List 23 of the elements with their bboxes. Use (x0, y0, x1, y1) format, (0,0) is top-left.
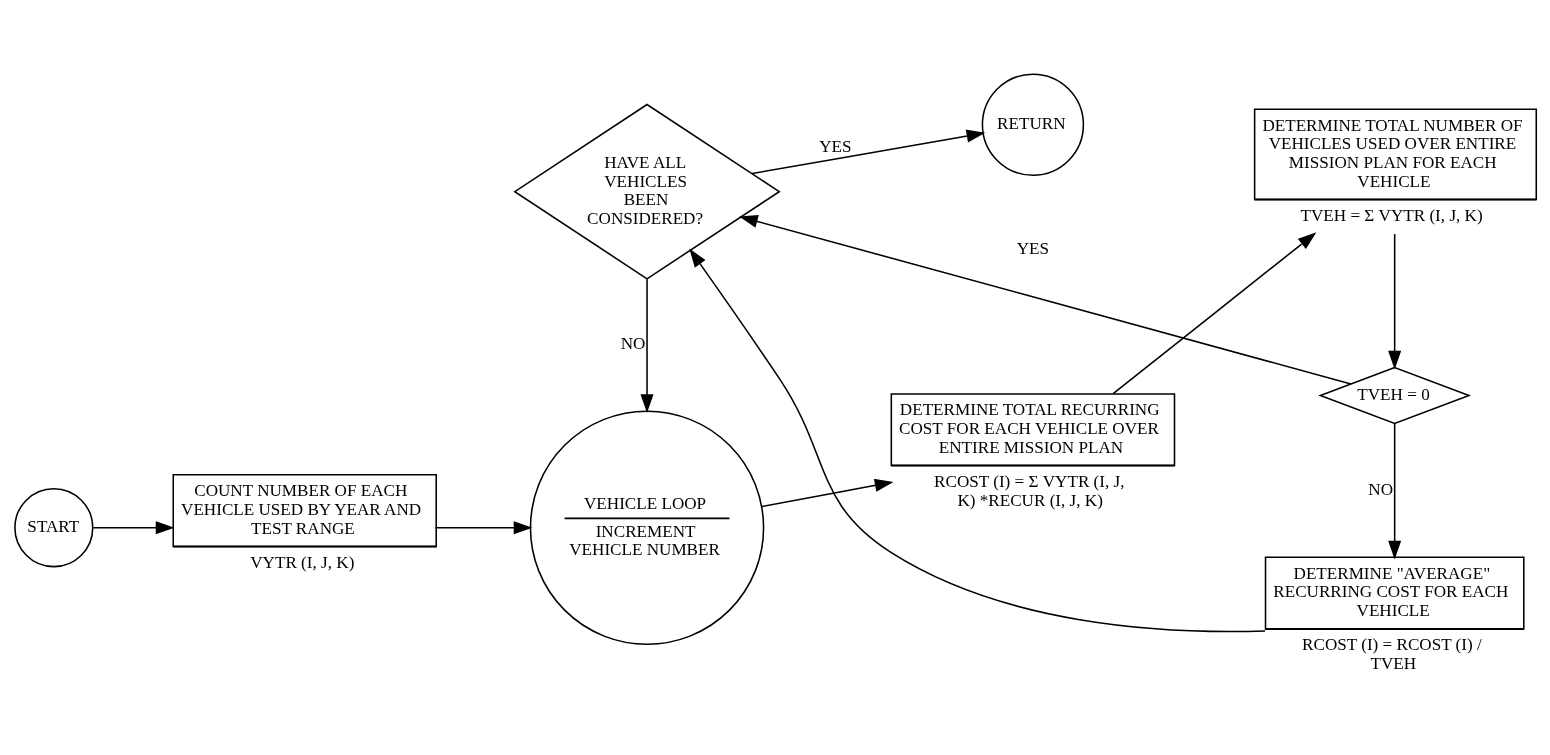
edge-label: YES (819, 136, 852, 156)
node-diamond: HAVE ALL VEHICLES BEEN CONSIDERED? (513, 103, 781, 280)
edge-label: YES (1016, 238, 1050, 258)
node-label: VYTR (I, J, K) (250, 552, 355, 572)
arrow (92, 520, 175, 534)
arrow (751, 129, 986, 174)
node-label: TVEH = Σ VYTR (I, J, K) (1300, 205, 1483, 225)
node-diamond: TVEH = 0 (1318, 366, 1472, 424)
arrow (434, 520, 533, 534)
node-label: RCOST (I) = RCOST (I) / TVEH (1302, 634, 1482, 673)
arrow (761, 478, 894, 507)
node-circle: START (14, 487, 94, 567)
node-circle: VEHICLE LOOP INCREMENT VEHICLE NUMBER (529, 409, 765, 645)
node-circle: RETURN (981, 73, 1085, 176)
node-label: RCOST (I) = Σ VYTR (I, J, K) *RECUR (I, J, K) (934, 471, 1125, 510)
arrow (1388, 232, 1402, 369)
arrow (640, 277, 654, 413)
edge-label: NO (620, 333, 646, 353)
arrow (739, 214, 1352, 385)
arrow (1112, 231, 1317, 394)
arrow (689, 248, 1266, 632)
arrow (1388, 422, 1402, 559)
edge-label: NO (1368, 479, 1394, 499)
